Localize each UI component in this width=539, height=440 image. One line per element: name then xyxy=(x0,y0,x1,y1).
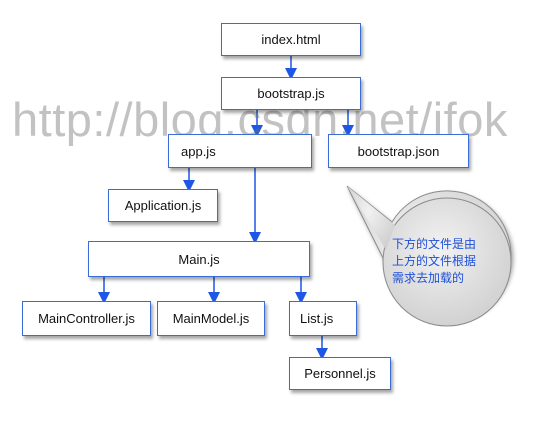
node-application-js: Application.js xyxy=(108,189,218,222)
callout-line-3: 需求去加载的 xyxy=(392,271,465,285)
node-bootstrap-json: bootstrap.json xyxy=(328,134,469,168)
node-maincontroller-js: MainController.js xyxy=(22,301,151,336)
callout-line-2: 上方的文件根据 xyxy=(392,254,477,268)
callout-text: 下方的文件是由 上方的文件根据 需求去加载的 xyxy=(392,236,502,287)
node-list-js: List.js xyxy=(289,301,357,336)
node-bootstrap-js: bootstrap.js xyxy=(221,77,361,110)
callout-line-1: 下方的文件是由 xyxy=(392,237,477,251)
node-main-js: Main.js xyxy=(88,241,310,277)
node-mainmodel-js: MainModel.js xyxy=(157,301,265,336)
node-index-html: index.html xyxy=(221,23,361,56)
node-app-js: app.js xyxy=(168,134,312,168)
node-personnel-js: Personnel.js xyxy=(289,357,391,390)
